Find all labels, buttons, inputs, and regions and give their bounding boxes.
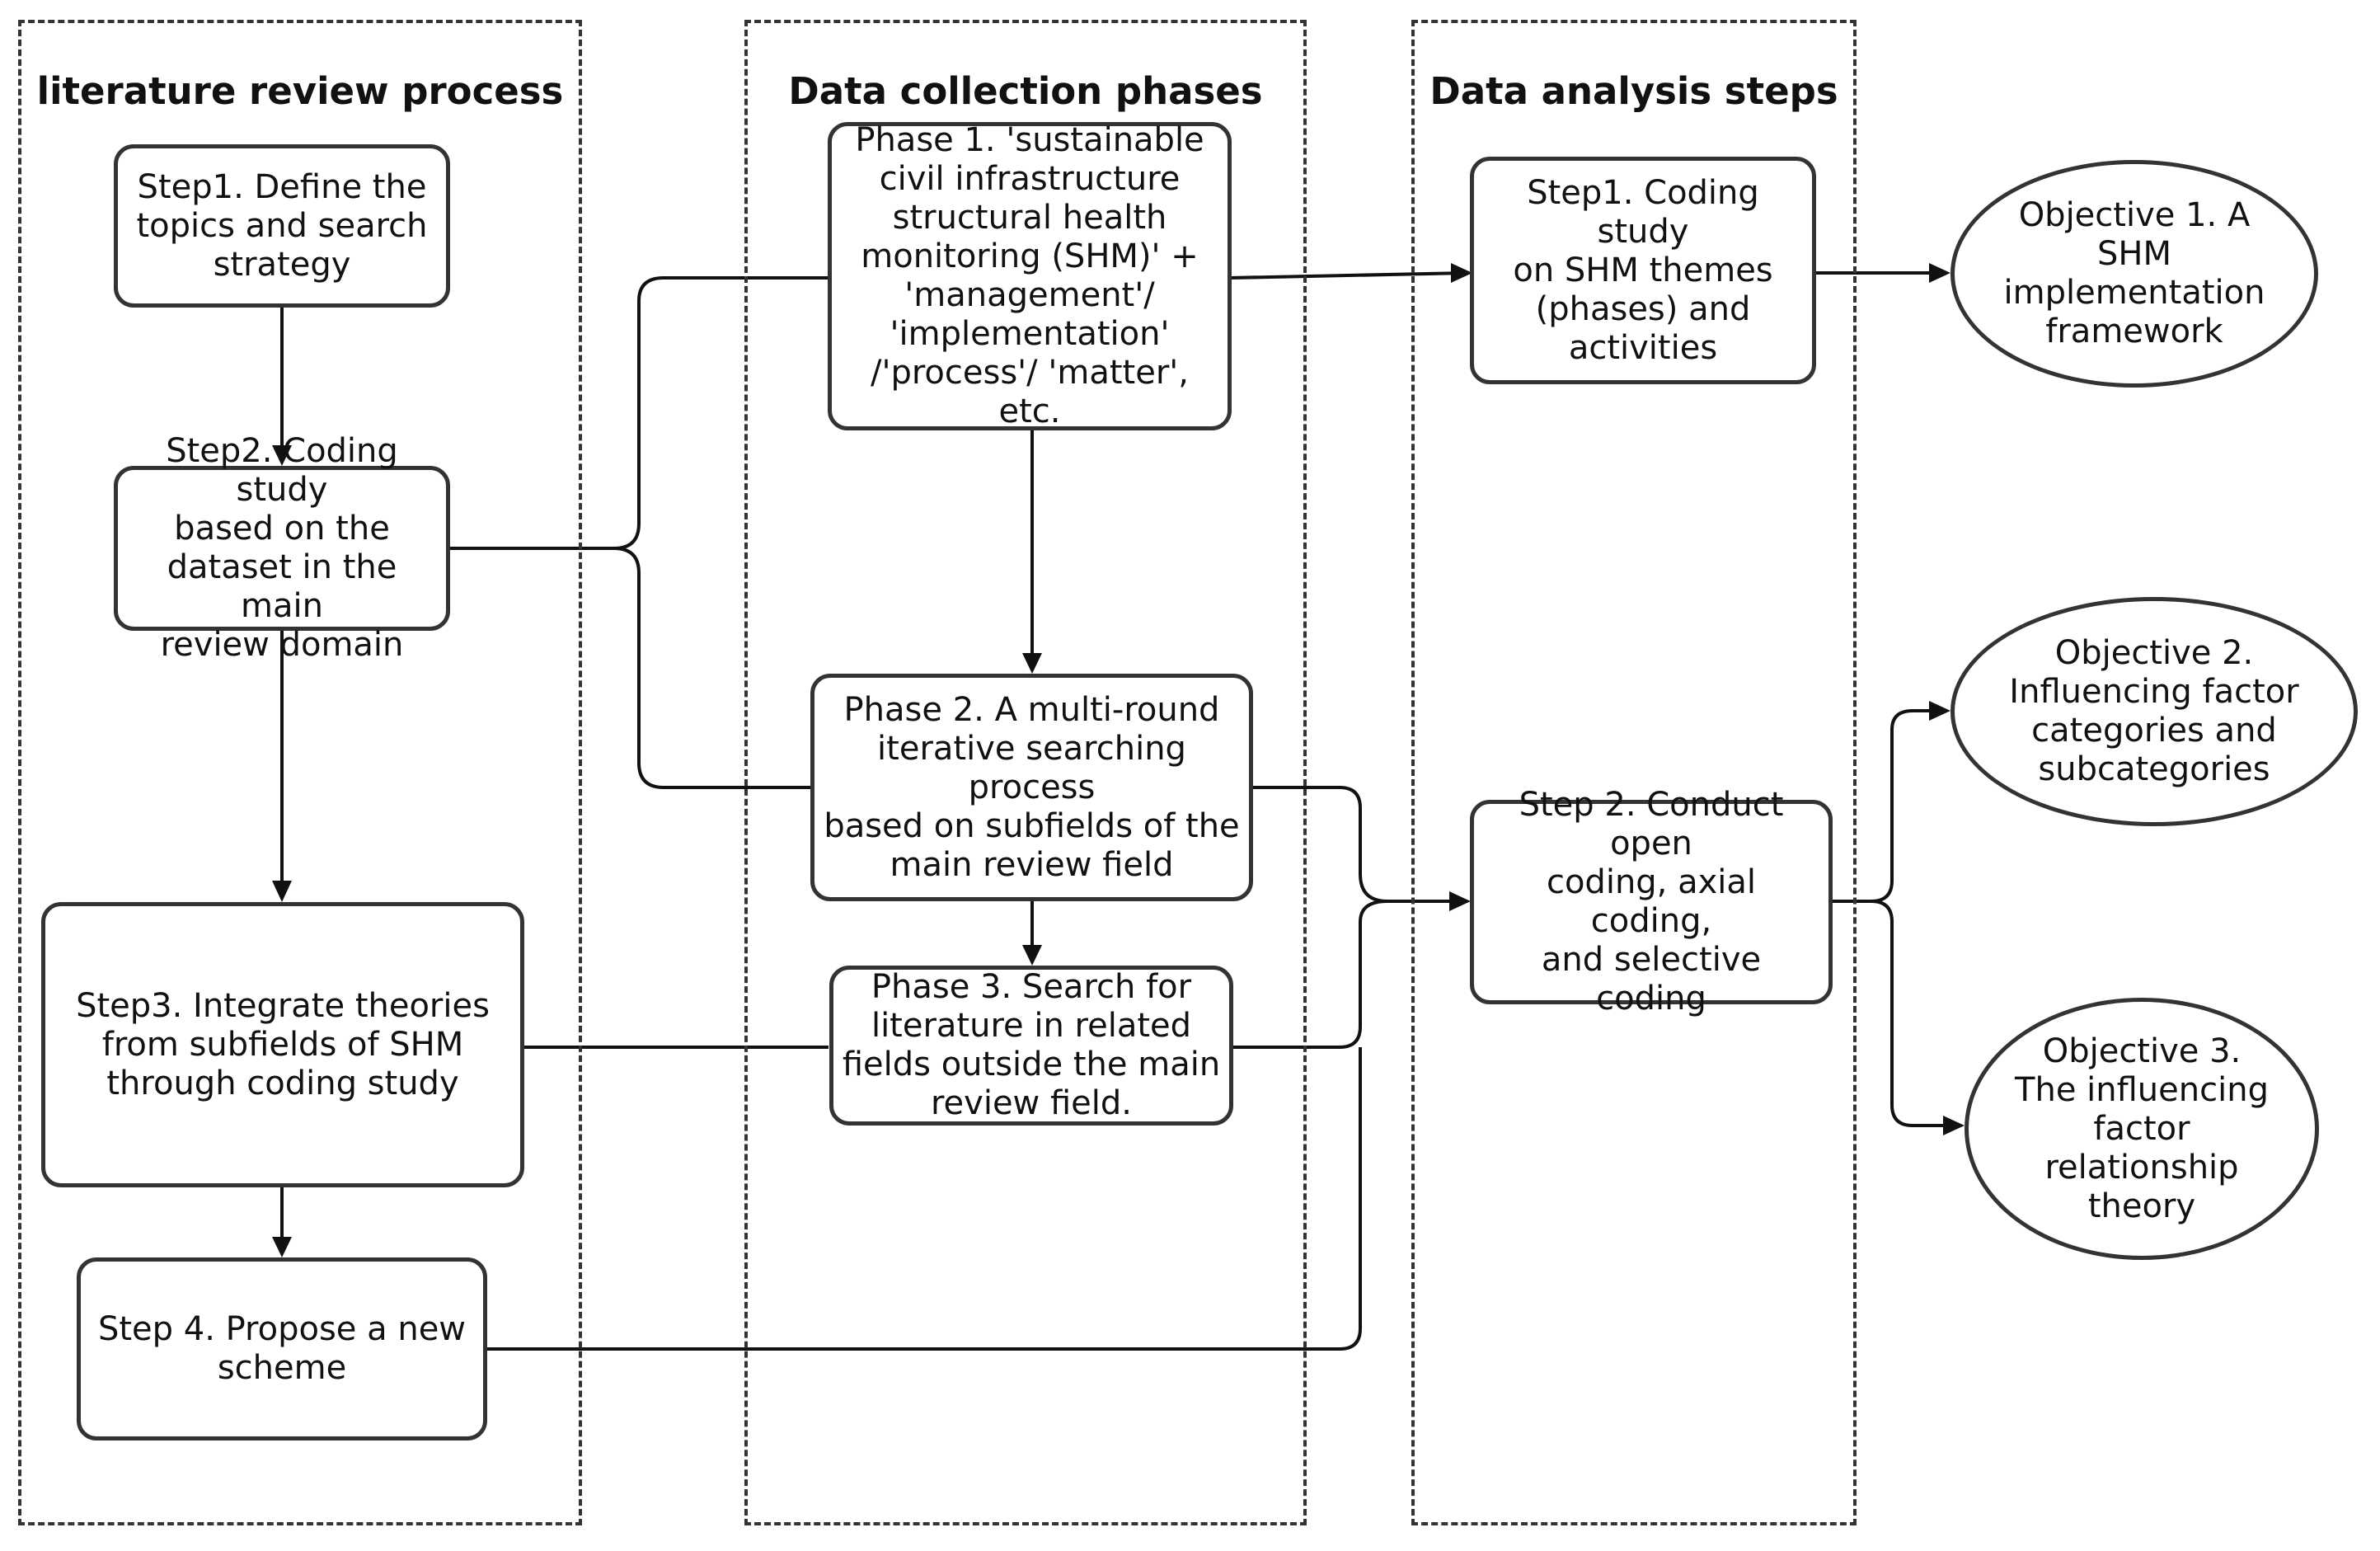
arrowhead-lit-step4 (272, 1237, 292, 1257)
lit-step3-box: Step3. Integrate theories from subfields… (41, 902, 524, 1187)
objective2-label: Objective 2. Influencing factor categori… (2009, 634, 2299, 788)
arrowhead-lit-step2 (272, 445, 292, 466)
analysis-column (1411, 20, 1857, 1525)
phase1-box: Phase 1. 'sustainable civil infrastructu… (828, 121, 1232, 430)
connector-phase3-to-analysis-step2 (1232, 900, 1388, 1049)
connector-step2-to-phase2 (613, 547, 812, 789)
analysis-step1-box: Step1. Coding study on SHM themes (phase… (1470, 157, 1816, 384)
arrowhead-phase3 (1022, 945, 1042, 966)
lit-step4-box: Step 4. Propose a new scheme (77, 1257, 487, 1441)
connector-analysis-step2-to-obj3 (1871, 900, 1960, 1127)
analysis-step2-box: Step 2. Conduct open coding, axial codin… (1470, 786, 1833, 1018)
objective3-ellipse: Objective 3. The influencing factor rela… (1965, 998, 2319, 1260)
objective3-label: Objective 3. The influencing factor rela… (2015, 1032, 2269, 1225)
arrowhead-phase2 (1022, 653, 1042, 674)
analysis-column-title: Data analysis steps (1429, 69, 1838, 113)
lit-step2-label: Step2. Coding study based on the dataset… (160, 432, 404, 664)
arrowhead-obj3 (1943, 1116, 1965, 1135)
phase3-box: Phase 3. Search for literature in relate… (829, 966, 1233, 1126)
collection-column (744, 20, 1307, 1525)
lit-step4-label: Step 4. Propose a new scheme (97, 1310, 467, 1387)
objective1-label: Objective 1. A SHM implementation framew… (2003, 196, 2265, 350)
literature-column-title: literature review process (36, 69, 564, 113)
arrowhead-obj2 (1929, 701, 1950, 721)
arrowhead-analysis-step1 (1451, 263, 1472, 283)
connector-phase1-to-analysis-step1 (1229, 271, 1468, 280)
phase3-label: Phase 3. Search for literature in relate… (842, 968, 1221, 1122)
lit-step1-box: Step1. Define the topics and search stra… (114, 144, 450, 308)
phase1-label: Phase 1. 'sustainable civil infrastructu… (855, 121, 1204, 430)
objective1-ellipse: Objective 1. A SHM implementation framew… (1950, 160, 2318, 388)
connector-step2-to-phases (445, 276, 829, 550)
phase2-box: Phase 2. A multi-round iterative searchi… (810, 674, 1253, 901)
analysis-step1-label: Step1. Coding study on SHM themes (phase… (1513, 173, 1773, 367)
connector-phase2-to-analysis-step2 (1253, 786, 1466, 903)
arrowhead-obj1 (1929, 263, 1950, 283)
arrowhead-lit-step3 (272, 881, 292, 902)
objective2-ellipse: Objective 2. Influencing factor categori… (1950, 597, 2358, 826)
connector-analysis-step2-to-obj2 (1830, 709, 1946, 903)
lit-step3-label: Step3. Integrate theories from subfields… (76, 986, 490, 1102)
connector-lit-step4-to-analysis-step2 (486, 1047, 1362, 1351)
phase2-label: Phase 2. A multi-round iterative searchi… (824, 690, 1240, 884)
lit-step1-label: Step1. Define the topics and search stra… (136, 167, 428, 284)
analysis-step2-label: Step 2. Conduct open coding, axial codin… (1519, 786, 1784, 1018)
literature-column (18, 20, 582, 1525)
arrowhead-analysis-step2 (1449, 891, 1471, 911)
collection-column-title: Data collection phases (788, 69, 1263, 113)
lit-step2-box: Step2. Coding study based on the dataset… (114, 432, 450, 664)
